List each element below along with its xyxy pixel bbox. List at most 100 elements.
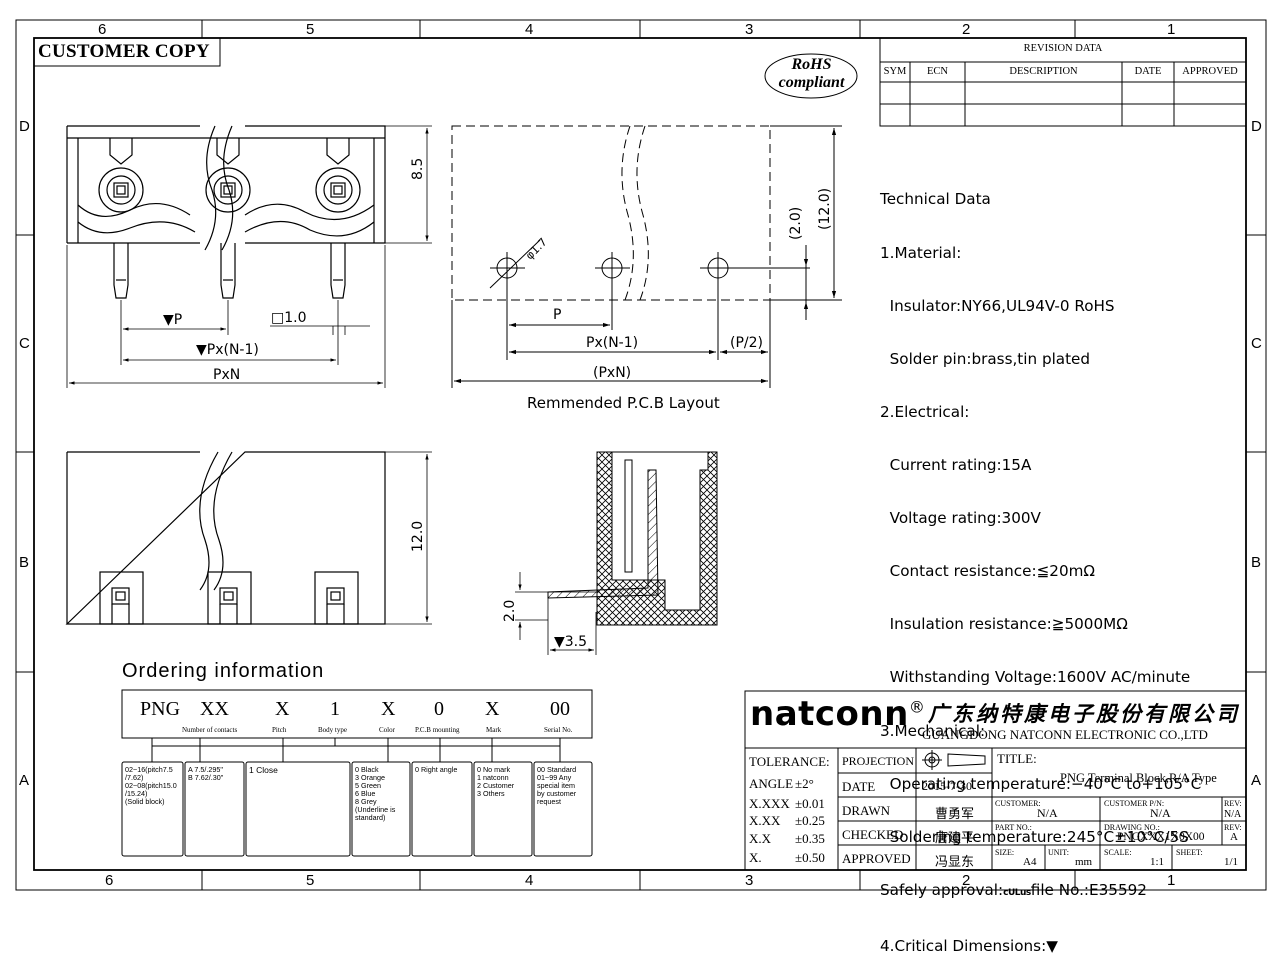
tech-line: 1.Material:: [880, 243, 962, 262]
scale-label: SCALE:: [1104, 848, 1132, 857]
code-mark: X: [485, 698, 500, 720]
approval-label: Safely approval:: [880, 880, 1004, 899]
zone-top-6: 6: [98, 21, 107, 38]
brand-logo: natconn®: [750, 694, 925, 734]
label-pitch: Pitch: [272, 726, 287, 734]
tech-line: Operating temperature:−40°C to+105°C: [880, 774, 1202, 793]
zone-bottom-4: 4: [525, 872, 534, 889]
scale-value: 1:1: [1150, 856, 1165, 868]
zone-right-b: B: [1251, 554, 1262, 571]
zone-bottom-5: 5: [306, 872, 315, 889]
code-color: X: [381, 698, 396, 720]
zone-left-a: A: [19, 772, 30, 789]
date-value: 2015-7-30: [922, 779, 972, 793]
side-dim-3-5: ▼3.5: [554, 634, 588, 650]
zone-right-d: D: [1251, 118, 1262, 135]
tech-line: Insulator:NY66,UL94V-0 RoHS: [880, 296, 1115, 315]
tech-line: 4.Critical Dimensions:▼: [880, 936, 1058, 955]
tol-xxx-key: X.XX: [749, 813, 781, 828]
bottom-view-dimensions: [385, 451, 432, 625]
revision-header-approved: APPROVED: [1182, 66, 1238, 77]
label-mark: Mark: [486, 726, 502, 734]
side-view-dimensions: [515, 572, 600, 655]
tech-line: Solder pin:brass,tin plated: [880, 349, 1091, 368]
bottom-view: [65, 451, 386, 625]
option-mounting: 0 Right angle: [415, 765, 458, 774]
sheet-label: SHEET:: [1176, 848, 1203, 857]
title-value: PNG Terminal Block,R/A Type: [1060, 771, 1217, 785]
drawn-value: 曹勇军: [935, 806, 975, 821]
zone-top-4: 4: [525, 21, 534, 38]
tol-xx-key: X.X: [749, 831, 772, 846]
option-mark: 0 No mark 1 natconn 2 Customer 3 Others: [477, 765, 515, 798]
unit-value: mm: [1075, 856, 1093, 868]
option-pitch: A 7.5/.295" B 7.62/.30": [188, 765, 224, 782]
tol-xxxx-val: ±0.01: [795, 796, 825, 811]
zone-bottom-6: 6: [105, 872, 114, 889]
size-value: A4: [1023, 856, 1037, 868]
label-color: Color: [379, 726, 395, 734]
checked-value: 唐建平: [935, 830, 975, 845]
tech-line: 2.Electrical:: [880, 402, 970, 421]
tech-line: Insulation resistance:≧5000MΩ: [880, 615, 1128, 634]
tol-xxxx-key: X.XXX: [749, 796, 790, 811]
drawn-label: DRAWN: [842, 803, 891, 818]
code-pitch: X: [275, 698, 290, 720]
pcb-dim-2-0: (2.0): [788, 206, 804, 240]
pcb-layout: [451, 125, 842, 388]
technical-data: Technical Data 1.Material: Insulator:NY6…: [880, 156, 1201, 973]
option-serial: 00 Standard 01~99 Any special item by cu…: [537, 765, 577, 806]
company-name-en: GUANGDONG NATCONN ELECTRONIC CO.,LTD: [922, 727, 1208, 742]
approval-file: file No.:E35592: [1030, 880, 1147, 899]
tol-x-key: X.: [749, 850, 762, 865]
customer-pn-label: CUSTOMER P/N:: [1104, 799, 1165, 808]
code-serial: 00: [550, 698, 570, 720]
zone-top-3: 3: [745, 21, 754, 38]
rev2-label: REV:: [1224, 823, 1242, 832]
tech-line: Soldering temperature:245°C±10°C/5S: [880, 827, 1189, 846]
ordering-title: Ordering information: [122, 660, 325, 682]
ul-mark-icon: cULus: [1003, 887, 1031, 898]
dim-p: ▼P: [163, 312, 183, 328]
pcb-caption: Remmended P.C.B Layout: [527, 394, 720, 412]
drawing-no-label: DRAWING NO.:: [1104, 823, 1160, 832]
checked-label: CHECKED: [842, 827, 904, 842]
tol-angle-val: ±2°: [795, 776, 814, 791]
label-serial: Serial No.: [544, 726, 573, 734]
option-body: 1 Close: [249, 765, 278, 775]
side-dim-2-0: 2.0: [502, 599, 518, 622]
tech-line-approval: Safely approval:cULusfile No.:E35592: [880, 880, 1201, 903]
option-contacts: 02~16(pitch7.5 /7.62) 02~08(pitch15.0 /1…: [125, 765, 177, 806]
dim-8-5: 8.5: [410, 157, 426, 180]
drawing-no-value: PNGXXX1X0X00: [1117, 831, 1205, 843]
zone-top-1: 1: [1167, 21, 1176, 38]
rohs-line1: RoHS: [791, 56, 832, 73]
label-contacts: Number of contacts: [182, 726, 238, 734]
title-label: TITLE:: [997, 751, 1037, 766]
part-no-label: PART NO.:: [995, 823, 1032, 832]
revision-header-ecn: ECN: [927, 66, 948, 77]
zone-top-5: 5: [306, 21, 315, 38]
revision-header-sym: SYM: [883, 66, 907, 77]
projection-label: PROJECTION: [842, 754, 915, 768]
dim-pin-square: □1.0: [271, 310, 307, 326]
pcb-dim-px-n-1: Px(N-1): [586, 335, 639, 351]
code-mounting: 0: [434, 698, 444, 720]
code-body: 1: [330, 698, 340, 720]
rohs-line2: compliant: [778, 74, 845, 91]
tech-line: Withstanding Voltage:1600V AC/minute: [880, 668, 1191, 687]
option-color: 0 Black 3 Orange 5 Green 6 Blue 8 Grey (…: [355, 765, 396, 822]
brand-name: natconn: [750, 694, 909, 734]
tol-xxx-val: ±0.25: [795, 813, 825, 828]
pcb-dim-12-0: (12.0): [817, 187, 833, 230]
code-contacts: XX: [200, 698, 229, 720]
revision-title: REVISION DATA: [1023, 43, 1103, 54]
zone-right-c: C: [1251, 335, 1262, 352]
zone-bottom-1: 1: [1167, 872, 1176, 889]
zone-right-a: A: [1251, 772, 1262, 789]
approved-value: 冯显东: [935, 854, 975, 869]
approved-label: APPROVED: [842, 851, 911, 866]
zone-left-b: B: [19, 554, 30, 571]
customer-value: N/A: [1037, 806, 1058, 820]
tol-xx-val: ±0.35: [795, 831, 825, 846]
